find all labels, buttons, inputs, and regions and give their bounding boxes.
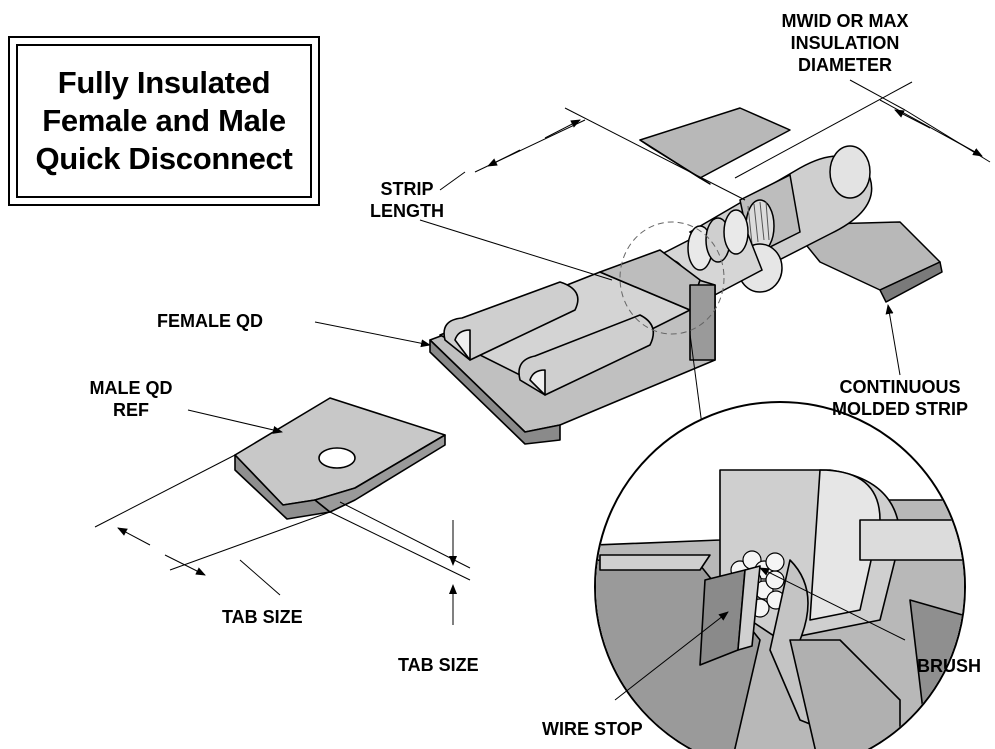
male-qd-tab — [234, 397, 446, 520]
label-strip-line-1: STRIP — [380, 179, 434, 199]
label-mwid: MWID OR MAX INSULATION DIAMETER — [760, 10, 930, 76]
label-mwid-line-1: MWID OR MAX — [781, 11, 909, 31]
molded-strip — [639, 107, 943, 303]
label-male-line-2: REF — [113, 400, 149, 420]
label-tab-size-width: TAB SIZE — [222, 607, 303, 627]
title-line-2: Female and Male — [42, 103, 286, 138]
label-continuous-line-2: MOLDED STRIP — [831, 399, 968, 419]
title-box-inner: Fully Insulated Female and Male Quick Di… — [16, 44, 312, 198]
label-brush: BRUSH — [917, 656, 982, 676]
label-male-qd-ref: MALE QD REF — [76, 377, 186, 421]
title-box: Fully Insulated Female and Male Quick Di… — [8, 36, 320, 206]
label-female-qd: FEMALE QD — [157, 311, 263, 331]
label-continuous-molded-strip: CONTINUOUS MOLDED STRIP — [820, 376, 980, 420]
label-strip-line-2: LENGTH — [370, 201, 444, 221]
detail-callout-circle — [619, 221, 725, 335]
title-line-1: Fully Insulated — [57, 65, 271, 100]
detail-magnified-view — [594, 401, 966, 749]
label-male-line-1: MALE QD — [89, 378, 173, 398]
label-mwid-line-3: DIAMETER — [798, 55, 892, 75]
label-mwid-line-2: INSULATION — [790, 33, 900, 53]
label-continuous-line-1: CONTINUOUS — [839, 377, 961, 397]
label-wire-stop: WIRE STOP — [542, 719, 643, 739]
female-qd-body — [429, 249, 716, 445]
label-strip-length: STRIP LENGTH — [362, 178, 452, 222]
dimension-lines — [94, 79, 991, 701]
title-line-3: Quick Disconnect — [35, 141, 293, 176]
label-tab-size-thickness: TAB SIZE — [398, 655, 479, 675]
